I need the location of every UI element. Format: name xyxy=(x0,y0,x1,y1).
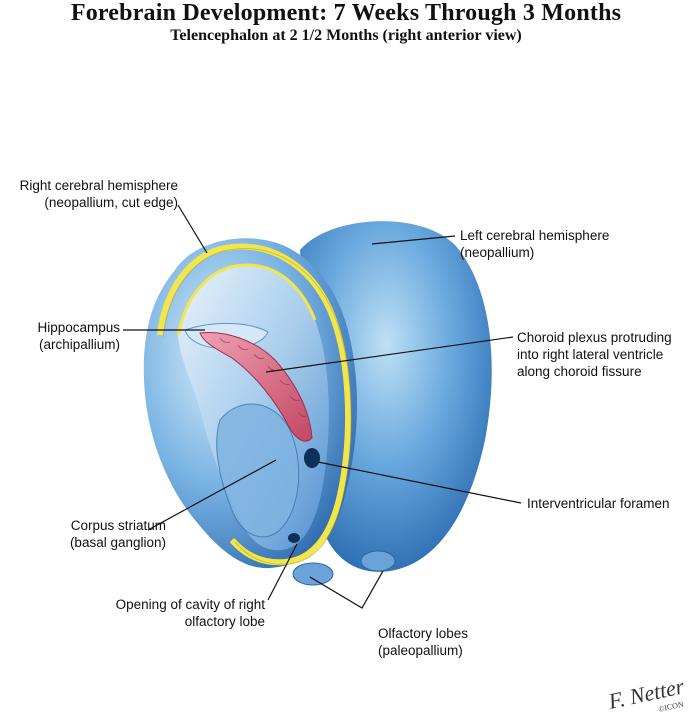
cut-edge-outer xyxy=(157,243,352,566)
right-olfactory-lobe xyxy=(292,562,334,586)
figure-subtitle: Telencephalon at 2 1/2 Months (right ant… xyxy=(170,27,522,44)
label-hippocampus: Hippocampus (archipallium) xyxy=(37,320,120,352)
figure-title: Forebrain Development: 7 Weeks Through 3… xyxy=(70,0,622,26)
label-corpus-striatum: Corpus striatum (basal ganglion) xyxy=(69,518,166,550)
label-left-cerebral-hemisphere: Left cerebral hemisphere (neopallium) xyxy=(460,228,610,260)
olfactory-cavity-opening xyxy=(288,533,300,543)
label-interventricular-foramen: Interventricular foramen xyxy=(527,496,670,511)
label-right-cerebral-hemisphere: Right cerebral hemisphere (neopallium, c… xyxy=(19,178,178,210)
label-olfactory-cavity-opening: Opening of cavity of right olfactory lob… xyxy=(115,597,265,629)
label-choroid-plexus: Choroid plexus protruding into right lat… xyxy=(517,330,672,379)
choroid-plexus xyxy=(199,331,313,442)
left-olfactory-lobe xyxy=(360,550,396,572)
label-olfactory-lobes: Olfactory lobes (paleopallium) xyxy=(378,626,469,658)
left-hemisphere xyxy=(300,221,492,572)
interventricular-foramen xyxy=(304,448,320,468)
